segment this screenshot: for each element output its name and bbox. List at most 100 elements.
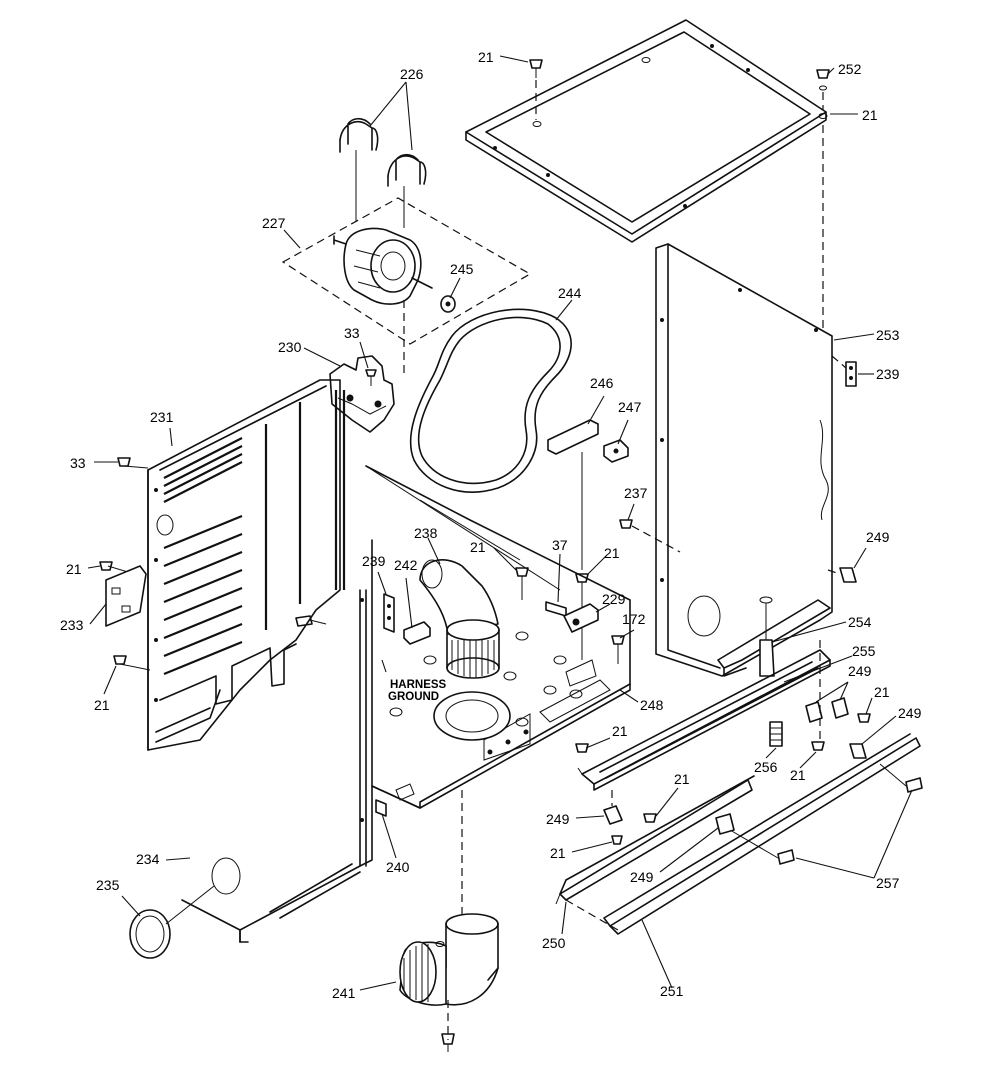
- clip-249-bottom-left: [603, 790, 623, 825]
- callout-242: 242: [394, 557, 418, 573]
- callout-231: 231: [150, 409, 174, 425]
- leader-lines: [87, 55, 913, 991]
- callout-21-right-2: 21: [874, 684, 890, 700]
- callout-21-bottom-4: 21: [550, 845, 566, 861]
- callout-240: 240: [386, 859, 410, 875]
- callout-21-bottom-3: 21: [674, 771, 690, 787]
- callout-21-bottom-1: 21: [612, 723, 628, 739]
- callout-249-right-3: 249: [898, 705, 922, 721]
- callout-250: 250: [542, 935, 566, 951]
- callout-21-top-right: 21: [862, 107, 878, 123]
- bracket-239-right: [831, 355, 857, 387]
- drive-belt: [409, 308, 572, 493]
- front-base-rail-255: [577, 649, 831, 791]
- callout-244: 244: [558, 285, 582, 301]
- callout-172: 172: [622, 611, 646, 627]
- callout-249-bottom-left: 249: [546, 811, 570, 827]
- callout-21-left-1: 21: [66, 561, 82, 577]
- callout-229: 229: [602, 591, 626, 607]
- clip-249-right: [827, 567, 857, 583]
- screw-172: [611, 635, 625, 664]
- callout-255: 255: [852, 643, 876, 659]
- screw-21-rear-lower: [113, 655, 151, 671]
- screw-21-bottom-2: [811, 741, 825, 751]
- screw-bottom-duct: [441, 1033, 455, 1052]
- callout-234: 234: [136, 851, 160, 867]
- callout-246: 246: [590, 375, 614, 391]
- right-side-panel: [655, 243, 833, 677]
- callout-21-top: 21: [478, 49, 494, 65]
- callout-239-right: 239: [876, 366, 900, 382]
- top-cover-panel: [465, 19, 828, 243]
- screw-21-bottom-3: [611, 835, 623, 845]
- callout-239-middle: 239: [362, 553, 386, 569]
- callout-249-pair: 249: [848, 663, 872, 679]
- motor-clips-226: [339, 117, 427, 228]
- callout-21-middle-2: 21: [604, 545, 620, 561]
- front-brace-250: [555, 775, 755, 905]
- leveling-leg-256: [769, 721, 783, 747]
- callout-235: 235: [96, 877, 120, 893]
- guide-line-braces: [565, 899, 619, 931]
- callout-227: 227: [262, 215, 286, 231]
- callout-21-left-2: 21: [94, 697, 110, 713]
- clip-249-pair: [805, 697, 849, 723]
- callout-241: 241: [332, 985, 356, 1001]
- clip-249-bottom: [715, 813, 735, 835]
- callout-230: 230: [278, 339, 302, 355]
- callout-249-right: 249: [866, 529, 890, 545]
- rear-panel: [147, 379, 346, 751]
- ground-label: GROUND: [388, 691, 439, 703]
- screw-37-middle: [545, 601, 567, 617]
- front-brace-251: [603, 733, 921, 935]
- callout-256: 256: [754, 759, 778, 775]
- callout-226: 226: [400, 66, 424, 82]
- screw-21-bottom-4: [643, 813, 657, 823]
- cap-235: [129, 885, 215, 959]
- screw-237: [619, 519, 681, 553]
- callout-21-bottom-2: 21: [790, 767, 806, 783]
- base-brace-254: [717, 596, 831, 677]
- idler-pulley-247: [603, 439, 629, 463]
- callout-245: 245: [450, 261, 474, 277]
- screw-21-middle: [515, 567, 529, 600]
- screw-33-rear: [117, 457, 149, 469]
- top-screw-21: [529, 59, 543, 120]
- harness-ground-screw: [295, 615, 327, 627]
- clip-242: [403, 621, 431, 645]
- callout-37: 37: [552, 537, 568, 553]
- exhaust-elbow-241: [399, 913, 499, 1006]
- callout-253: 253: [876, 327, 900, 343]
- callout-249-bottom: 249: [630, 869, 654, 885]
- bracket-239-middle: [383, 593, 395, 633]
- drive-motor: [333, 227, 456, 313]
- callout-254: 254: [848, 614, 872, 630]
- terminal-block-233: [105, 565, 147, 627]
- screw-257-lower: [729, 829, 795, 865]
- callout-237: 237: [624, 485, 648, 501]
- callout-233: 233: [60, 617, 84, 633]
- harness-label: HARNESS: [390, 679, 447, 691]
- bracket-240: [375, 799, 387, 817]
- bracket-229: [563, 603, 599, 633]
- screw-257-upper: [879, 763, 923, 793]
- callout-257: 257: [876, 875, 900, 891]
- screw-33-mount: [365, 369, 377, 386]
- callout-21-middle: 21: [470, 539, 486, 555]
- screw-21-bottom-1: [575, 743, 589, 753]
- motor-assembly-dashed-box: [281, 197, 532, 345]
- plug-234: [211, 857, 241, 895]
- clip-249-right-3: [849, 743, 867, 759]
- guide-line-diagonal-2: [419, 499, 521, 561]
- screw-21-rear-upper: [99, 561, 129, 573]
- callout-33-upper: 33: [344, 325, 360, 341]
- screw-21-right-2: [857, 713, 871, 723]
- callout-252: 252: [838, 61, 862, 77]
- cabinet-base: [181, 465, 631, 943]
- callout-247: 247: [618, 399, 642, 415]
- callout-248: 248: [640, 697, 664, 713]
- top-screw-252: [816, 69, 830, 110]
- exhaust-duct-238: [419, 559, 500, 679]
- callout-238: 238: [414, 525, 438, 541]
